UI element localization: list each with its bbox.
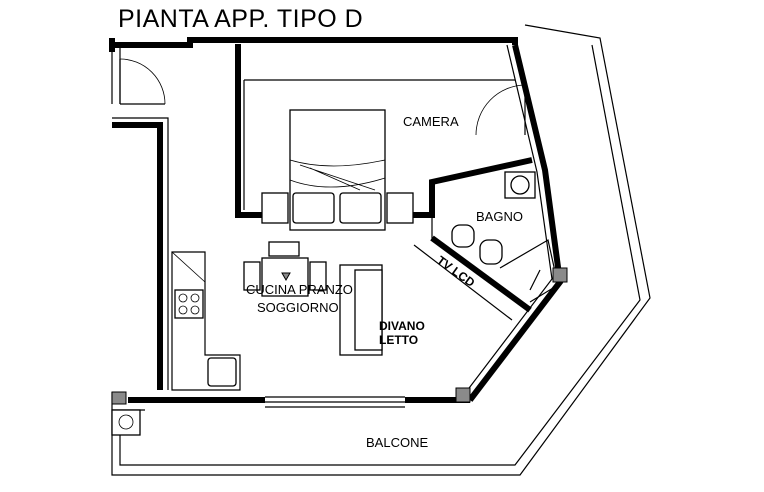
sofa-bed [339, 264, 383, 356]
double-bed [261, 109, 414, 231]
dining-table [243, 241, 327, 297]
outer-walls [109, 37, 564, 408]
entrance-door [119, 58, 166, 105]
plan-title: PIANTA APP. TIPO D [118, 5, 363, 33]
label-cucina-pranzo: CUCINA PRANZO [246, 282, 353, 297]
bathroom-fixtures [451, 171, 568, 303]
label-soggiorno: SOGGIORNO [257, 300, 339, 315]
label-letto: LETTO [379, 333, 418, 347]
kitchen-counter [171, 251, 241, 391]
label-bagno: BAGNO [476, 209, 523, 224]
balcony-fixture [111, 387, 471, 436]
label-balcone: BALCONE [366, 435, 428, 450]
bathroom-walls [413, 182, 532, 321]
label-camera: CAMERA [403, 114, 459, 129]
label-divano: DIVANO [379, 319, 425, 333]
